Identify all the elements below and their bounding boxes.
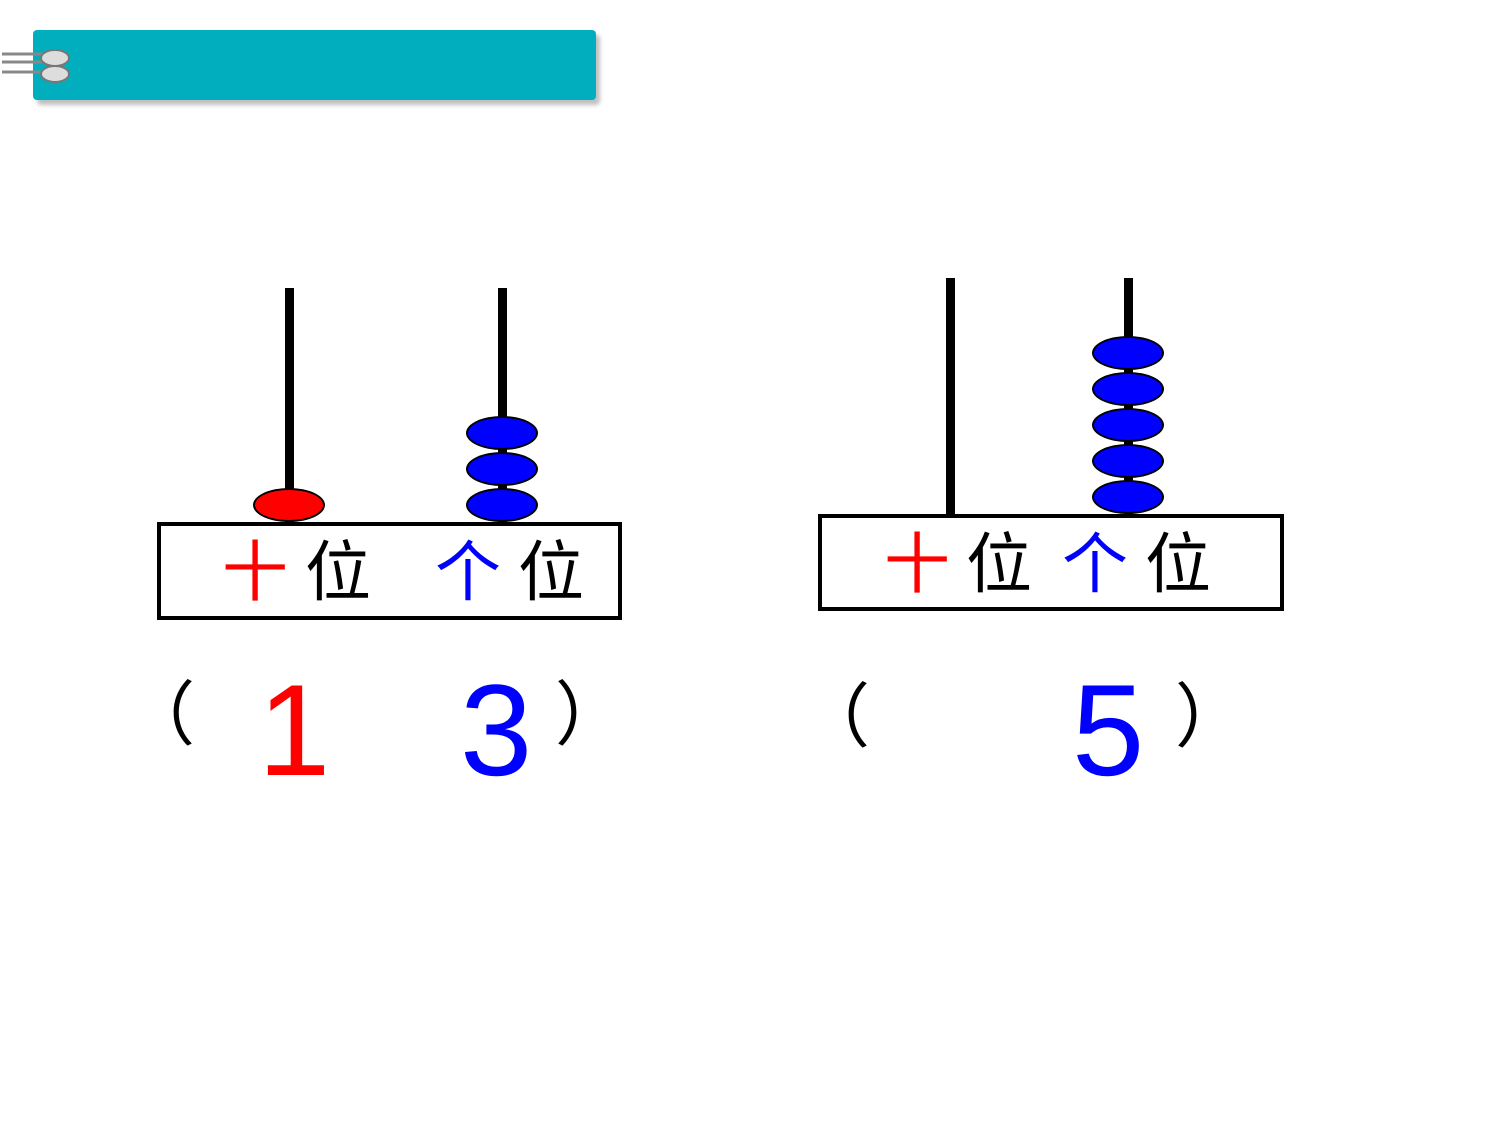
ones-label-suffix: 位 <box>1145 526 1211 603</box>
bead <box>1092 444 1164 478</box>
open-paren: （ <box>125 674 195 756</box>
place-value-frame <box>818 514 1284 611</box>
bead <box>466 416 538 450</box>
tens-label: 十 <box>222 534 288 611</box>
bead <box>466 488 538 522</box>
ones-label: 个 <box>1062 526 1128 603</box>
close-paren: ） <box>1175 676 1245 758</box>
title-banner <box>33 30 596 100</box>
bead <box>1092 480 1164 514</box>
close-paren: ） <box>555 674 625 756</box>
tens-label-suffix: 位 <box>966 526 1032 603</box>
bead <box>1092 408 1164 442</box>
bead <box>1092 372 1164 406</box>
bead <box>466 452 538 486</box>
paper-clip-icon <box>2 49 70 83</box>
tens-label: 十 <box>884 526 950 603</box>
answer-ones-digit: 3 <box>460 657 533 803</box>
bead <box>253 488 325 522</box>
tens-rod <box>946 278 955 516</box>
tens-rod <box>285 288 294 524</box>
answer-ones-digit: 5 <box>1072 657 1145 803</box>
ones-label-suffix: 位 <box>518 534 584 611</box>
open-paren: （ <box>800 676 870 758</box>
place-value-frame <box>157 522 622 620</box>
bead <box>1092 336 1164 370</box>
ones-rod <box>498 288 507 524</box>
tens-label-suffix: 位 <box>305 534 371 611</box>
ones-label: 个 <box>435 534 501 611</box>
answer-tens-digit: 1 <box>258 657 331 803</box>
